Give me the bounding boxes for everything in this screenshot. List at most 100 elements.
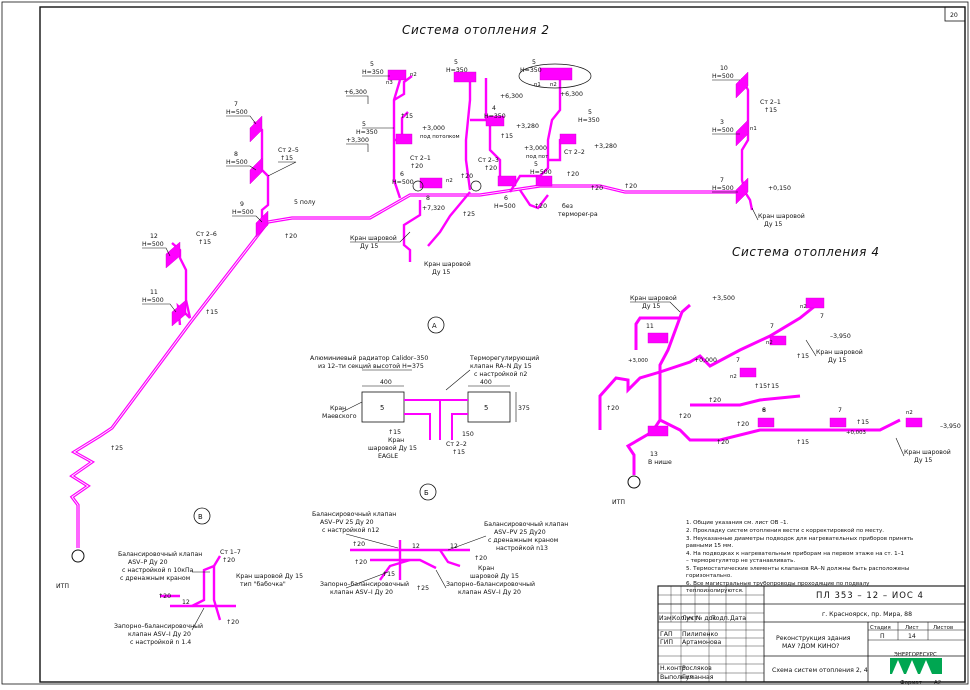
label: Балансировочный клапан — [118, 550, 202, 558]
label: n1 — [534, 82, 541, 88]
stamp-col: № док — [695, 615, 716, 622]
label: 12 — [150, 233, 158, 240]
label: n2 — [446, 178, 453, 184]
label: ↑20 — [354, 559, 367, 566]
label: n2 — [766, 340, 773, 346]
radiator-3 — [735, 119, 749, 147]
stamp-address: г. Красноярск, пр. Мира, 88 — [822, 611, 912, 618]
label: ↑15 — [205, 309, 218, 316]
label: шаровой Ду 15 — [368, 444, 417, 452]
pipe-upper-branch — [659, 300, 821, 374]
label: Ст 2–2 — [446, 441, 467, 448]
title-block: Изм. Кол.уч Лист № док Подп. Дата ГАП Пи… — [657, 585, 966, 686]
label: 150 — [462, 431, 474, 438]
note: равными 15 мм. — [686, 543, 733, 549]
label: 5 — [454, 59, 458, 66]
detail-v-letter: В — [198, 513, 203, 521]
label: Ст 2–2 — [564, 149, 585, 156]
label: 5 — [380, 404, 384, 412]
label: Кран — [388, 437, 404, 444]
label: Кран шаровой Ду 15 — [236, 572, 303, 580]
label-itp-s4: ИТП — [612, 499, 625, 506]
label: n2 — [730, 374, 737, 380]
label: Кран шаровой — [904, 448, 951, 456]
stamp-col: Лист — [682, 615, 698, 622]
radiator-5-b — [453, 71, 477, 83]
stamp-name: Росляков — [682, 665, 712, 672]
label: 375 — [518, 405, 530, 412]
logo-text: ЭНЕРГОРЕСУРС — [894, 652, 937, 658]
radiator-left — [361, 391, 405, 423]
pipe-riser-c — [508, 80, 562, 193]
label: ↑20 — [226, 619, 239, 626]
label: 5 — [588, 109, 592, 116]
stamp-sheet: 14 — [908, 633, 916, 640]
label: H=500 — [530, 169, 552, 176]
label: Кран шаровой — [424, 260, 471, 268]
radiator-5-e — [535, 175, 553, 187]
label: 7 — [736, 357, 740, 364]
label: Ду 15 — [432, 269, 450, 276]
label: 5 — [534, 161, 538, 168]
detail-b: Б Балансировочный клапан ASV–PV 25 Ду 20… — [312, 483, 568, 596]
marker-b-ref — [470, 180, 482, 192]
stamp-format-value: А2 — [934, 680, 941, 686]
stamp-name: Пилипенко — [682, 631, 718, 638]
label: H=350 — [484, 113, 506, 120]
stamp-role: Н.контр. — [660, 665, 688, 672]
stamp-col: Кол.уч — [672, 615, 694, 622]
label: –3,950 — [830, 333, 851, 340]
label: Балансировочный клапан — [484, 520, 568, 528]
note: теплоизолируются. — [686, 588, 744, 594]
label: ↑15 — [452, 449, 465, 456]
label: ↑15 — [754, 383, 767, 390]
label: n1 — [750, 126, 757, 132]
label: ↑15 — [764, 107, 777, 114]
label: ↑15 — [382, 571, 395, 578]
label: 8 — [234, 151, 238, 158]
radiator-13-s4 — [647, 425, 669, 437]
label: с дренажным краном — [488, 537, 559, 544]
label: Ст 2–1 — [760, 99, 781, 106]
radiator-9 — [255, 210, 269, 238]
radiator-10 — [735, 71, 749, 99]
radiator-12 — [165, 241, 181, 269]
radiator-7-right — [735, 177, 749, 205]
stamp-role: ГАП — [660, 631, 673, 638]
label: H=500 — [712, 127, 734, 134]
label: Кран шаровой — [758, 212, 805, 220]
radiator-5-top — [387, 69, 407, 81]
label: Ду 15 — [642, 303, 660, 310]
label: ↑20 — [352, 541, 365, 548]
label: клапан RA–N Ду 15 — [470, 363, 532, 370]
pipe-riser-b — [464, 80, 472, 191]
label: n3 — [386, 80, 393, 86]
stamp-col: Подп. — [711, 615, 730, 622]
radiator-8-s4 — [757, 417, 775, 428]
radiator-6-mid — [419, 177, 443, 189]
label: Балансировочный клапан — [312, 510, 396, 518]
detail-b-marker — [419, 483, 437, 501]
system-2-pipes — [69, 75, 754, 548]
radiator-5-d — [559, 133, 577, 145]
label: ↑15 — [198, 239, 211, 246]
label: Ст 2–1 — [410, 155, 431, 162]
label: +3,000 — [422, 125, 445, 132]
stamp-sheets-h: Листов — [933, 625, 953, 631]
note: горизонтально. — [686, 573, 732, 579]
note: 1. Общие указания см. лист ОВ –1. — [686, 520, 789, 526]
label: 7 — [720, 177, 724, 184]
label: n2 — [410, 72, 417, 78]
label: под пот — [526, 154, 548, 160]
highlight-ellipse — [518, 63, 592, 89]
label: 6 — [504, 195, 508, 202]
label: ↑20 — [624, 183, 637, 190]
pipe-detail-v — [191, 555, 222, 608]
note: 6. Все магистральные трубопроводы проход… — [686, 581, 870, 587]
label: 8 — [762, 407, 766, 414]
label: Кран шаровой — [816, 348, 863, 356]
label: Кран шаровой — [350, 234, 397, 242]
stamp-role: Выполнил — [660, 674, 693, 681]
radiator-n2-s4 — [805, 297, 825, 309]
